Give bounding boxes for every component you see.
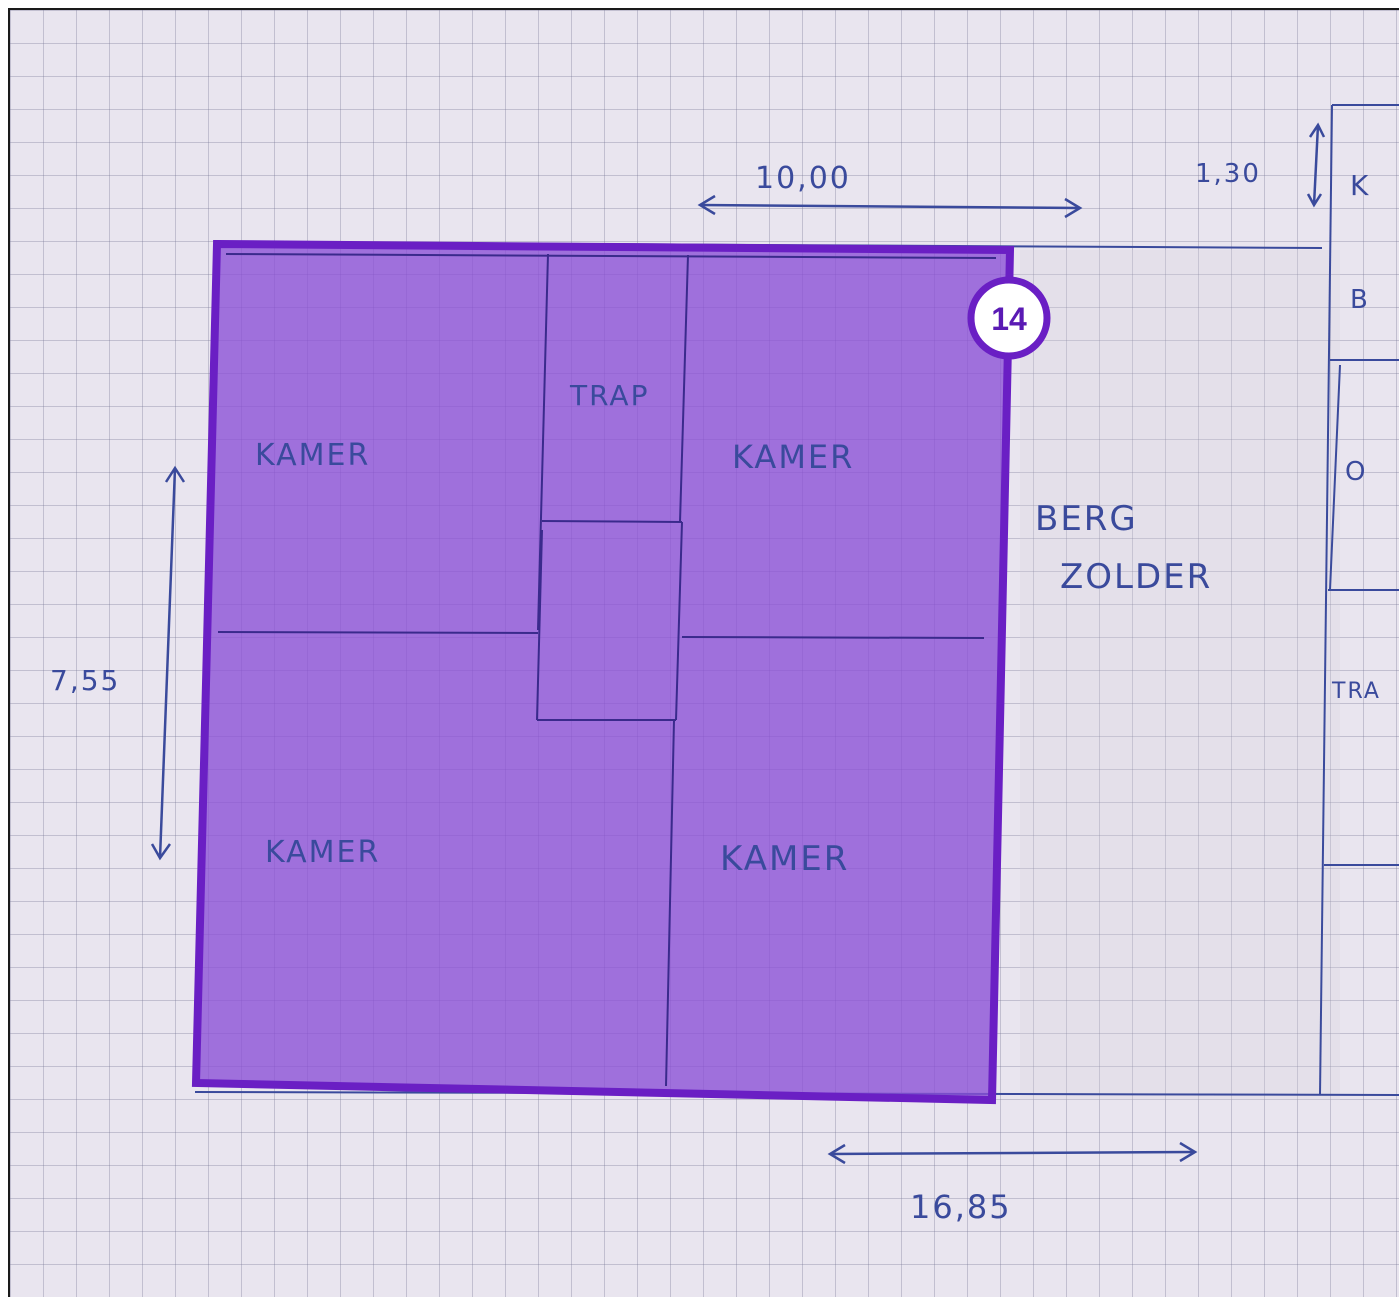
badge-circle[interactable] [967, 276, 1051, 360]
arrow-head-left-top [697, 194, 716, 216]
room-label-kamer-top-left: KAMER [255, 438, 370, 473]
cutoff-label-b: B [1350, 285, 1370, 315]
dimension-right-height: 1,30 [1195, 159, 1261, 189]
cutoff-label-k: K [1350, 169, 1370, 202]
arrow-head-right-bottom [1179, 1141, 1198, 1163]
wall-bottom-split [665, 719, 675, 1087]
wall-hall-left [536, 529, 543, 721]
arrow-top-width [699, 203, 1081, 210]
arrow-left-height [158, 467, 177, 859]
room-label-berg: BERG [1035, 499, 1138, 539]
arrow-head-up-right [1308, 122, 1326, 138]
room-label-trap: TRAP [569, 379, 649, 412]
arrow-head-right-top [1064, 197, 1083, 219]
wall-top [225, 253, 997, 259]
right-wall [1319, 104, 1333, 1096]
cutoff-label-tra: TRA [1331, 679, 1381, 704]
badge-number: 14 [991, 301, 1027, 337]
dimension-top-width: 10,00 [755, 161, 851, 196]
arrow-bottom-width [829, 1150, 1196, 1156]
right-box-inner [1329, 364, 1341, 591]
interior-walls [217, 253, 997, 1087]
room-label-kamer-top-right: KAMER [732, 438, 854, 476]
wall-left-split [217, 631, 539, 634]
selection-overlay[interactable] [191, 239, 1015, 1105]
room-label-zolder: ZOLDER [1060, 557, 1212, 597]
wall-hall-right [675, 521, 683, 721]
arrow-head-up [164, 465, 186, 483]
paper-shade [1020, 250, 1340, 1100]
room-label-kamer-bottom-left: KAMER [265, 835, 380, 870]
arrow-head-down-right [1306, 193, 1323, 208]
arrow-head-down [150, 843, 172, 861]
room-label-kamer-bottom-right: KAMER [720, 839, 849, 879]
wall-right-split [681, 636, 985, 639]
dimension-bottom-width: 16,85 [910, 1188, 1012, 1226]
floorplan-sketch: 10,00 16,85 7,55 1,30 K B O TRA BERG ZOL… [50, 104, 1399, 1226]
wall-trap-bottom [541, 520, 683, 523]
region-badge[interactable]: 14 [967, 276, 1051, 360]
dimension-left-height: 7,55 [50, 664, 120, 697]
selected-region[interactable]: KAMER TRAP KAMER KAMER KAMER [191, 239, 1015, 1105]
arrow-right-height [1312, 124, 1320, 206]
cutoff-label-o: O [1345, 457, 1367, 487]
floorplan-photo: 10,00 16,85 7,55 1,30 K B O TRA BERG ZOL… [8, 8, 1399, 1297]
arrow-head-left-bottom [827, 1143, 846, 1165]
dimension-arrows [150, 122, 1326, 1165]
wall-trap-left [537, 253, 549, 631]
wall-trap-right [679, 254, 689, 523]
